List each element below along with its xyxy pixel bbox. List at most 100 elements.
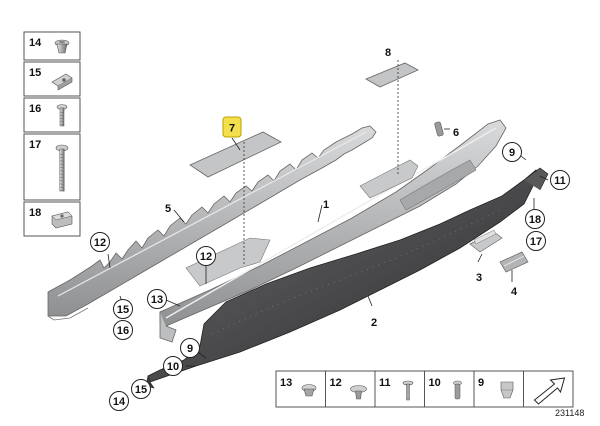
callout-circle [131, 379, 151, 399]
part-3-clip [469, 229, 503, 253]
legend-cell-11: 11 [374, 371, 414, 407]
callout-4: 4 [511, 286, 518, 298]
legend-strip: 13 12 11 10 9 [275, 370, 574, 408]
callout-3: 3 [476, 272, 482, 284]
parts-column-cell-14: 14 [23, 31, 81, 61]
tree-clip-icon [453, 380, 462, 400]
legend-number: 13 [280, 377, 292, 389]
highlight-callout-7: 7 [222, 116, 242, 138]
callout-circle [113, 320, 133, 340]
callout-circle [550, 170, 570, 190]
callout-9b: 9 [180, 338, 200, 358]
callout-number: 9 [187, 343, 193, 355]
callout-number: 6 [453, 127, 459, 139]
callout-circle [526, 231, 546, 251]
part-2-sill-cover [145, 167, 549, 389]
u-nut-icon [51, 211, 73, 229]
legend-cell-12: 12 [325, 371, 367, 407]
callout-number: 15 [135, 384, 147, 396]
push-pin-icon [402, 380, 414, 401]
callout-17: 17 [526, 231, 546, 251]
part-4-clip [499, 251, 529, 273]
short-screw-icon [56, 104, 68, 127]
legend-cell-arrow [523, 371, 566, 407]
callout-15b: 15 [131, 379, 151, 399]
clip-nut-icon [500, 381, 514, 399]
callout-circle [113, 299, 133, 319]
callout-1: 1 [323, 199, 329, 211]
callout-number: 18 [529, 214, 541, 226]
callout-number: 10 [167, 361, 179, 373]
callout-circle [163, 356, 183, 376]
parts-column-cell-17: 17 [23, 133, 81, 201]
parts-column-number: 15 [29, 67, 41, 79]
long-screw-icon [55, 144, 69, 192]
callout-number: 8 [385, 47, 391, 59]
parts-column-number: 14 [29, 37, 42, 49]
part-7-plate [189, 131, 282, 178]
legend-cell-10: 10 [424, 371, 462, 407]
callout-number: 14 [113, 396, 126, 408]
callout-6: 6 [453, 127, 459, 139]
callout-2: 2 [371, 317, 377, 329]
callout-number: 15 [117, 304, 129, 316]
front-direction-arrow-icon [533, 377, 566, 405]
part-5-bracket [47, 125, 377, 321]
callout-8: 8 [385, 47, 391, 59]
spring-nut-icon [51, 73, 73, 91]
highlight-label: 7 [229, 123, 235, 135]
callout-number: 5 [165, 203, 171, 215]
expansion-rivet-icon [350, 385, 367, 400]
leader-lines [107, 60, 549, 367]
round-clip-icon [301, 384, 317, 397]
callout-18: 18 [525, 209, 545, 229]
callout-number: 12 [200, 251, 212, 263]
legend-cell-9: 9 [473, 371, 514, 407]
callout-14: 14 [109, 391, 129, 411]
part-6-plug [434, 121, 444, 137]
parts-column-box [23, 133, 81, 201]
callout-number: 11 [554, 175, 566, 187]
callout-circle [109, 391, 129, 411]
callout-circle [147, 289, 167, 309]
callout-number: 12 [94, 237, 106, 249]
callout-number: 9 [509, 147, 515, 159]
part-1-sill-rail [159, 119, 507, 343]
part-8-plate [365, 62, 419, 88]
callout-13: 13 [147, 289, 167, 309]
parts-column-box [23, 97, 81, 133]
legend-number: 11 [379, 377, 391, 389]
parts-column-box [23, 31, 81, 61]
legend-number: 10 [429, 377, 441, 389]
parts-column-cell-15: 15 [23, 61, 81, 97]
parts-artwork [47, 60, 549, 389]
callout-number: 13 [151, 294, 163, 306]
legend-number: 12 [330, 377, 342, 389]
parts-column-number: 16 [29, 103, 41, 115]
parts-column-cell-18: 18 [23, 201, 81, 237]
parts-column-cell-16: 16 [23, 97, 81, 133]
callout-number: 16 [117, 325, 129, 337]
parts-column-number: 17 [29, 139, 41, 151]
callout-circle [180, 338, 200, 358]
callout-circle [525, 209, 545, 229]
callout-16: 16 [113, 320, 133, 340]
legend-number: 9 [478, 377, 484, 389]
callout-number: 4 [511, 286, 518, 298]
callout-number: 3 [476, 272, 482, 284]
clip-screw-icon [54, 39, 70, 54]
callout-15a: 15 [113, 299, 133, 319]
legend-cell-13: 13 [280, 377, 317, 397]
callout-5: 5 [165, 203, 171, 215]
callout-9a: 9 [502, 142, 522, 162]
callout-number: 2 [371, 317, 377, 329]
callout-number: 1 [323, 199, 329, 211]
callout-11: 11 [550, 170, 570, 190]
callout-12a: 12 [90, 232, 110, 252]
parts-column: 14 15 16 17 18 [23, 31, 81, 237]
callout-12b: 12 [196, 246, 216, 266]
callout-circle [196, 246, 216, 266]
